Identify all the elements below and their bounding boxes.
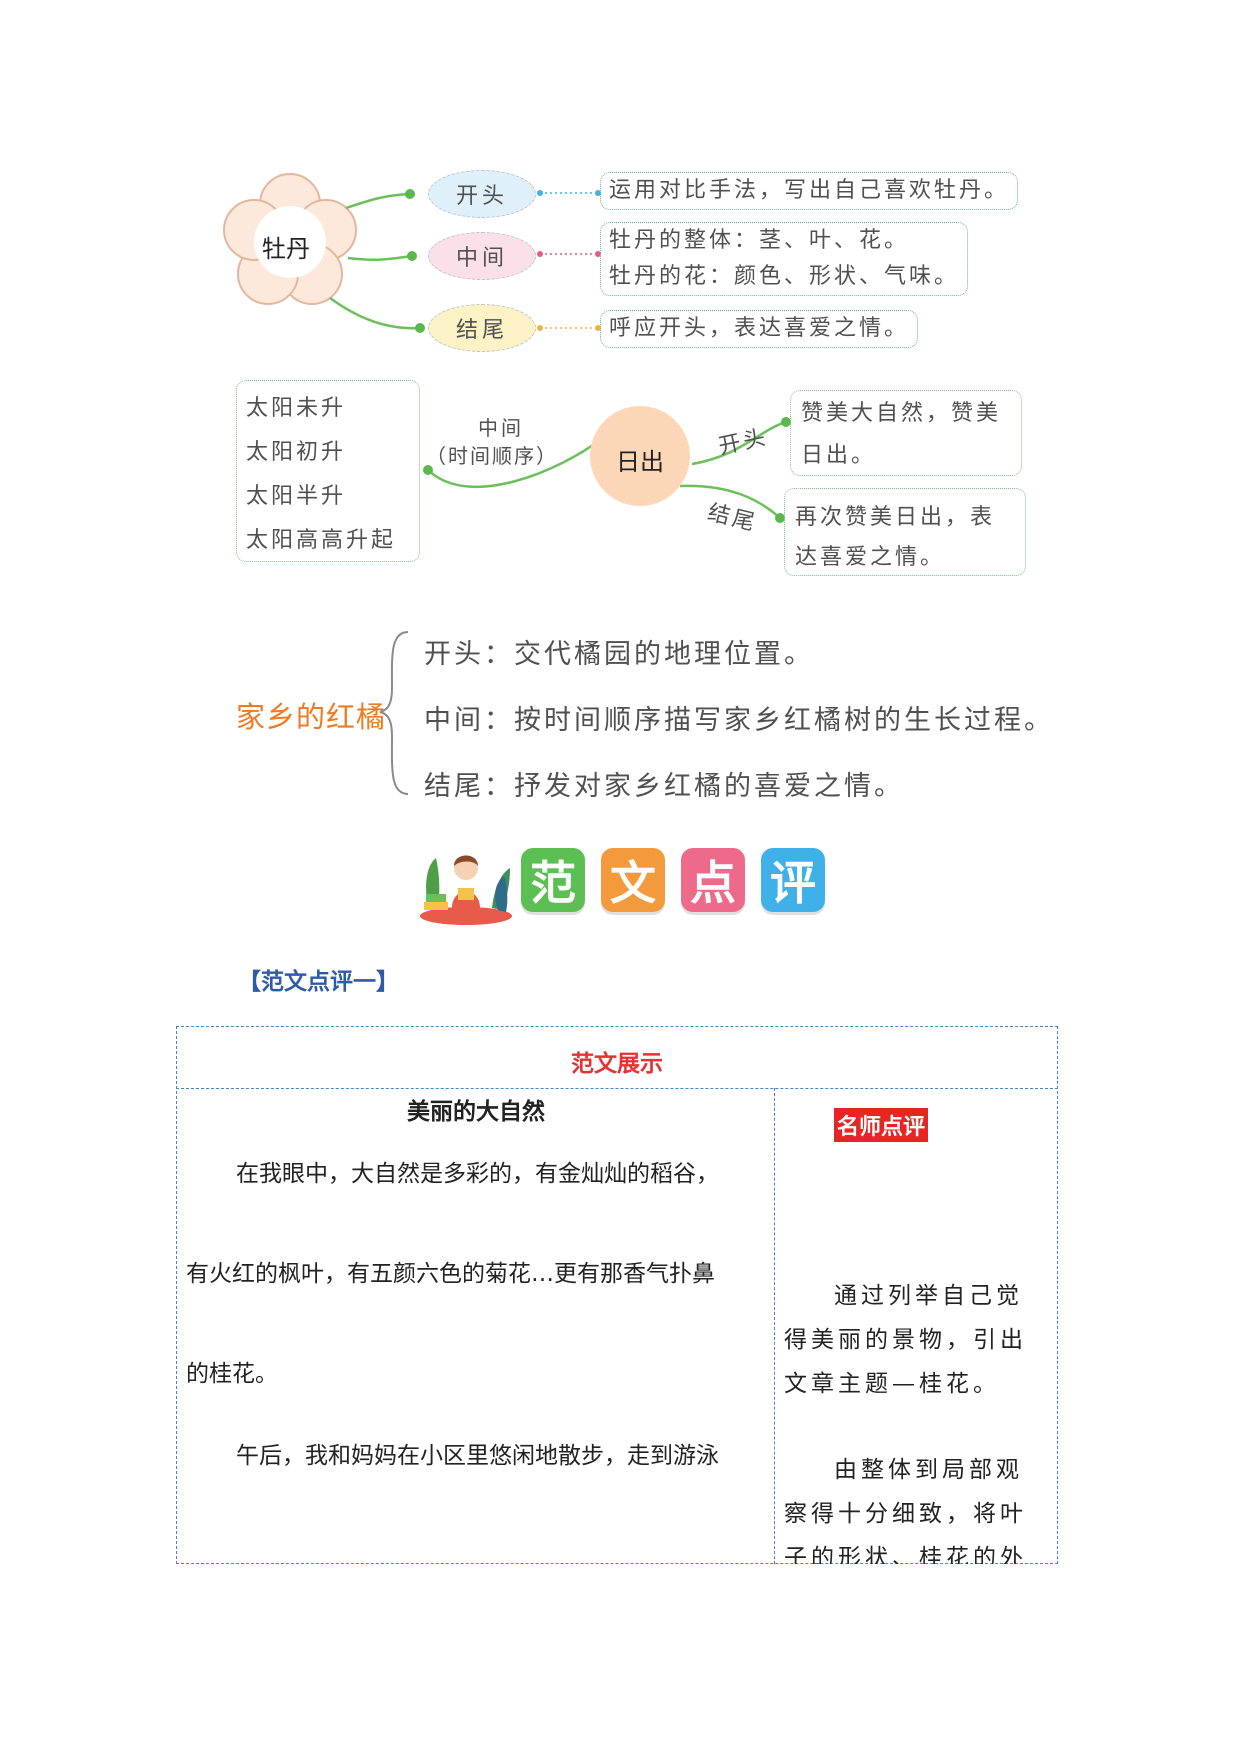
middle-label-order: （时间顺序） — [426, 444, 558, 468]
table-header-divider — [176, 1088, 1058, 1089]
note-middle-line-1: 牡丹的整体：茎、叶、花。 — [609, 228, 910, 253]
sunrise-end-line-1: 再次赞美日出，表 — [795, 505, 996, 530]
comment-1: 通过列举自己觉得美丽的景物，引出文章主题—桂花。 — [784, 1283, 1027, 1397]
sunrise-open-note: 赞美大自然，赞美 日出。 — [790, 390, 1022, 476]
note-open: 运用对比手法，写出自己喜欢牡丹。 — [600, 172, 1019, 210]
note-end: 呼应开头，表达喜爱之情。 — [600, 310, 919, 348]
sunrise-open-line-2: 日出。 — [801, 443, 877, 468]
note-end-text: 呼应开头，表达喜爱之情。 — [609, 316, 910, 341]
essay-line-4: 午后，我和妈妈在小区里悠闲地散步，走到游泳 — [236, 1443, 719, 1469]
subheading: 【范文点评一】 — [238, 969, 399, 995]
header-tile-wen: 文 — [601, 848, 665, 912]
sunrise-open-line-1: 赞美大自然，赞美 — [801, 401, 1002, 426]
node-end: 结尾 — [428, 304, 536, 352]
orange-line-2: 中间：按时间顺序描写家乡红橘树的生长过程。 — [424, 705, 1054, 736]
peony-flower-icon — [223, 173, 357, 305]
note-open-text: 运用对比手法，写出自己喜欢牡丹。 — [609, 178, 1010, 203]
peony-map-lines — [223, 173, 601, 333]
essay-title: 美丽的大自然 — [407, 1099, 545, 1125]
table-column-divider — [774, 1088, 775, 1564]
orange-title: 家乡的红橘 — [236, 700, 387, 734]
sunrise-map-lines — [423, 406, 791, 523]
stage-2: 太阳初升 — [246, 440, 347, 465]
header-tile-ping: 评 — [761, 848, 825, 912]
peony-title: 牡丹 — [262, 235, 310, 263]
stage-1: 太阳未升 — [246, 396, 347, 421]
essay-line-2: 有火红的枫叶，有五颜六色的菊花…更有那香气扑鼻 — [186, 1261, 715, 1287]
node-open: 开头 — [428, 170, 536, 218]
sunrise-end-note: 再次赞美日出，表 达喜爱之情。 — [784, 488, 1026, 576]
orange-line-1: 开头：交代橘园的地理位置。 — [424, 639, 814, 670]
stage-3: 太阳半升 — [246, 484, 347, 509]
reading-girl-illustration — [420, 855, 512, 925]
note-middle-line-2: 牡丹的花：颜色、形状、气味。 — [609, 264, 960, 289]
note-middle: 牡丹的整体：茎、叶、花。 牡丹的花：颜色、形状、气味。 — [600, 222, 969, 296]
sunrise-title: 日出 — [616, 448, 664, 476]
node-middle: 中间 — [428, 232, 536, 280]
essay-line-1: 在我眼中，大自然是多彩的，有金灿灿的稻谷， — [236, 1161, 719, 1187]
comment-2: 由整体到局部观察得十分细致，将叶子的形状、桂花的外形写得 — [784, 1457, 1027, 1564]
orange-line-3: 结尾：抒发对家乡红橘的喜爱之情。 — [424, 771, 904, 802]
table-header: 范文展示 — [571, 1051, 663, 1077]
header-tile-dian: 点 — [681, 848, 745, 912]
essay-line-3: 的桂花。 — [186, 1361, 278, 1387]
stage-4: 太阳高高升起 — [246, 528, 397, 553]
header-tile-fan: 范 — [521, 848, 585, 912]
sunrise-stages-box — [236, 380, 420, 562]
curly-brace — [379, 631, 409, 795]
middle-label: 中间 — [478, 416, 524, 440]
essay-table — [176, 1026, 1058, 1564]
sunrise-end-line-2: 达喜爱之情。 — [795, 545, 946, 570]
teacher-comment-label: 名师点评 — [834, 1108, 929, 1142]
